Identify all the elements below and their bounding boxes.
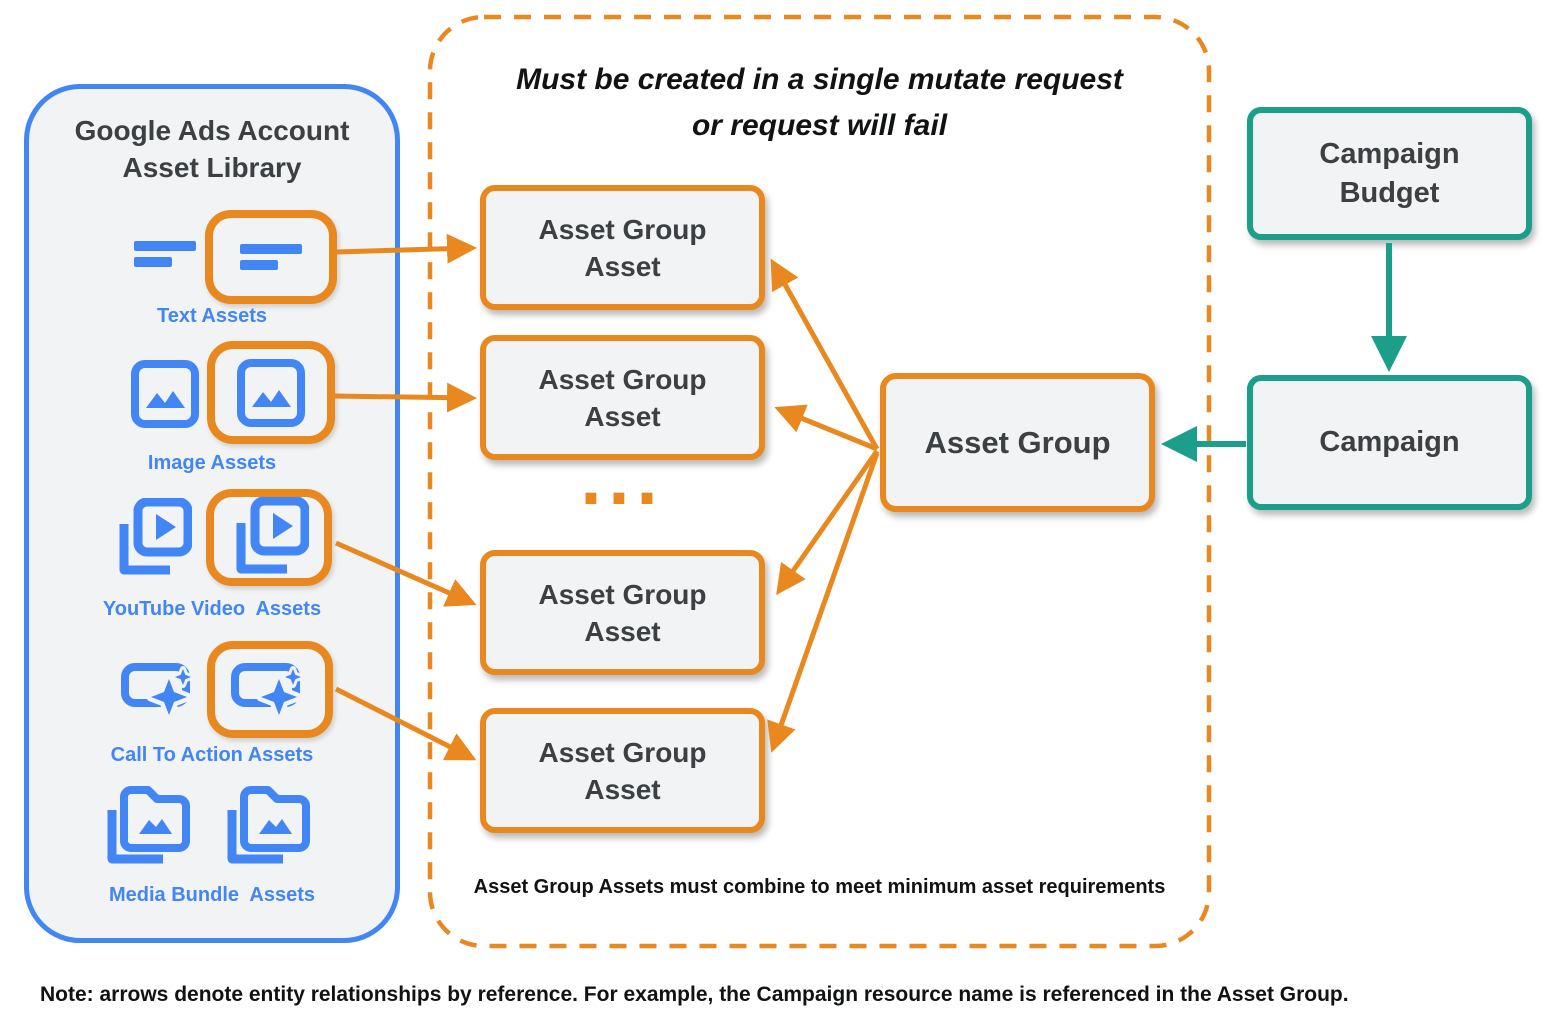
ellipsis-more-assets: ... (580, 436, 665, 521)
asset-group-asset-box-3: Asset Group Asset (480, 550, 765, 675)
text-assets-label: Text Assets (156, 305, 268, 327)
asset-group-asset-box-4: Asset Group Asset (480, 708, 765, 833)
youtube-video-assets-label: YouTube Video Assets (102, 598, 322, 620)
arrow-asset-group-to-asset-group-asset-1 (770, 258, 880, 451)
asset-group-asset-label: Asset Group Asset (538, 213, 707, 282)
asset-group-asset-label: Asset Group Asset (538, 736, 707, 805)
cta-asset-highlight-box (207, 641, 333, 738)
text-asset-highlight-box (205, 210, 337, 304)
image-asset-highlight-box (207, 341, 335, 444)
arrow-asset-group-to-asset-group-asset-3 (776, 449, 880, 596)
image-icon (237, 359, 305, 427)
asset-group-box: Asset Group (880, 373, 1155, 512)
call-to-action-assets-label: Call To Action Assets (110, 744, 314, 766)
minimum-asset-requirements-note: Asset Group Assets must combine to meet … (473, 876, 1166, 898)
cta-button-sparkle-icon (121, 661, 199, 719)
campaign-label: Campaign (1319, 426, 1460, 458)
reference-note: Note: arrows denote entity relationships… (40, 983, 1349, 1006)
asset-group-asset-label: Asset Group Asset (538, 363, 707, 432)
campaign-budget-label: Campaign Budget (1319, 137, 1460, 209)
media-bundle-folder-icon (221, 782, 313, 870)
image-icon (131, 360, 199, 428)
asset-group-label: Asset Group (924, 424, 1111, 460)
asset-group-asset-label: Asset Group Asset (538, 578, 707, 647)
arrow-asset-group-to-asset-group-asset-4 (767, 452, 880, 753)
text-lines-icon (133, 240, 197, 268)
media-bundle-assets-label: Media Bundle Assets (109, 884, 315, 906)
text-lines-icon (239, 243, 303, 271)
cta-button-sparkle-icon (231, 661, 309, 719)
media-bundle-folder-icon (101, 782, 193, 870)
asset-library-title: Google Ads Account Asset Library (74, 115, 350, 183)
arrow-asset-group-to-asset-group-asset-2 (774, 404, 878, 452)
image-assets-label: Image Assets (147, 452, 277, 474)
asset-group-asset-box-1: Asset Group Asset (480, 185, 765, 310)
campaign-box: Campaign (1247, 375, 1532, 510)
video-asset-highlight-box (206, 489, 332, 586)
video-library-icon (229, 497, 309, 579)
campaign-budget-box: Campaign Budget (1247, 107, 1532, 240)
video-library-icon (112, 498, 192, 580)
mutate-request-title: Must be created in a single mutate reque… (516, 63, 1123, 142)
